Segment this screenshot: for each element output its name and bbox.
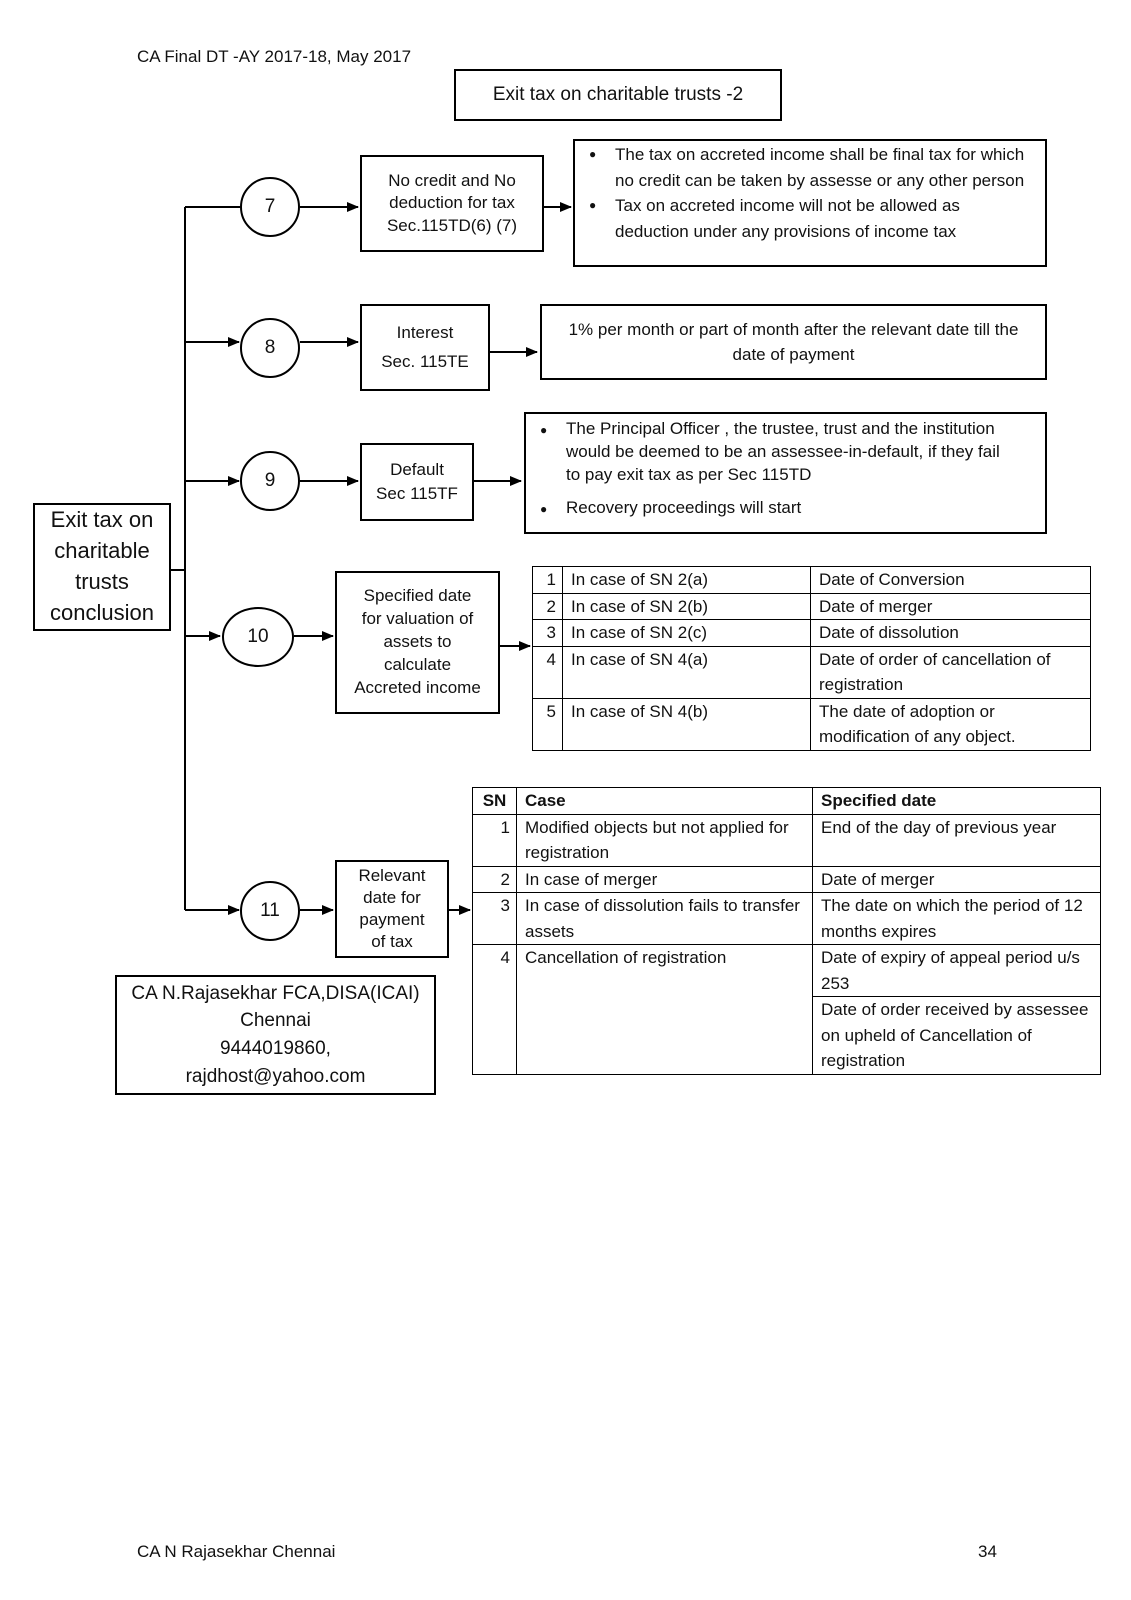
branch-10-box-line: Specified date <box>363 586 472 606</box>
branch-7-box: No credit and No deduction for tax Sec.1… <box>360 155 544 252</box>
branch-11-number: 11 <box>240 881 300 941</box>
header-case: Case <box>516 787 813 815</box>
branch-8-number-text: 8 <box>264 337 276 358</box>
bullet-item: Tax on accreted income will not be allow… <box>589 193 1037 244</box>
branch-9-number: 9 <box>240 451 300 511</box>
page-title-text: Exit tax on charitable trusts -2 <box>492 84 744 105</box>
branch-7-box-line: Sec.115TD(6) (7) <box>386 215 518 235</box>
branch-9-box-line: Default <box>390 460 444 480</box>
table-row: Date of order received by assessee on up… <box>473 996 1101 1075</box>
row-case: In case of merger <box>516 865 813 893</box>
row-sn: 4 <box>472 944 517 1075</box>
root-node: Exit tax on charitable trusts conclusion <box>33 503 171 631</box>
valuation-date-table: 1 In case of SN 2(a) Date of Conversion … <box>532 566 1091 751</box>
row-date: Date of merger <box>810 592 1091 620</box>
row-sn: 4 <box>532 645 563 699</box>
row-sn: 3 <box>532 619 563 647</box>
author-phone: 9444019860, <box>220 1038 331 1059</box>
branch-7-box-line: No credit and No <box>388 171 516 191</box>
branch-7-bullets: The tax on accreted income shall be fina… <box>575 142 1037 244</box>
row-sn: 2 <box>472 865 517 893</box>
row-case: Cancellation of registration <box>516 944 813 1075</box>
author-name: CA N.Rajasekhar FCA,DISA(ICAI) <box>131 982 420 1004</box>
row-date: The date of adoption or modification of … <box>810 697 1091 751</box>
branch-7-number-text: 7 <box>264 196 276 217</box>
row-date: Date of order of cancellation of registr… <box>810 645 1091 699</box>
row-sn: 3 <box>472 892 517 945</box>
branch-11-box-line: date for <box>363 887 421 907</box>
table-row: 2 In case of SN 2(b) Date of merger <box>532 592 1091 620</box>
row-date: Date of expiry of appeal period u/s 253 <box>812 944 1101 997</box>
branch-11-box-line: of tax <box>371 932 413 952</box>
row-sn: 1 <box>472 813 517 867</box>
course-header: CA Final DT -AY 2017-18, May 2017 <box>137 47 412 66</box>
header-date: Specified date <box>812 787 1101 815</box>
footer-author: CA N Rajasekhar Chennai <box>137 1542 336 1561</box>
branch-9-bullets: The Principal Officer , the trustee, tru… <box>526 418 1015 522</box>
branch-8-detail: 1% per month or part of month after the … <box>540 304 1047 380</box>
branch-8-number: 8 <box>240 318 300 378</box>
table-row: 4 In case of SN 4(a) Date of order of ca… <box>532 645 1091 699</box>
row-case: In case of dissolution fails to transfer… <box>516 892 813 945</box>
branch-10-number-text: 10 <box>247 626 269 647</box>
row-case: In case of SN 4(b) <box>562 697 811 751</box>
table-header-row: SN Case Specified date <box>472 787 1101 815</box>
author-email: rajdhost@yahoo.com <box>185 1065 366 1087</box>
row-case: Modified objects but not applied for reg… <box>516 813 813 867</box>
row-date: End of the day of previous year <box>812 813 1101 867</box>
branch-10-box-line: calculate <box>383 654 452 674</box>
row-date-alt: Date of order received by assessee on up… <box>812 996 1101 1075</box>
row-date: Date of merger <box>812 865 1101 893</box>
bullet-item: The tax on accreted income shall be fina… <box>589 142 1037 193</box>
branch-7-number: 7 <box>240 177 300 237</box>
table-row: 3 In case of dissolution fails to transf… <box>472 892 1101 945</box>
branch-9-detail: The Principal Officer , the trustee, tru… <box>524 412 1047 534</box>
branch-10-box-line: for valuation of <box>361 609 474 629</box>
bullet-item: Recovery proceedings will start <box>540 497 1015 522</box>
root-node-label: Exit tax on charitable trusts conclusion <box>50 507 154 625</box>
row-sn: 5 <box>532 697 563 751</box>
row-case: In case of SN 4(a) <box>562 645 811 699</box>
branch-7-detail: The tax on accreted income shall be fina… <box>573 139 1047 267</box>
branch-8-detail-text: 1% per month or part of month after the … <box>568 319 1019 365</box>
branch-10-box-line: Accreted income <box>354 677 481 697</box>
payment-date-table: SN Case Specified date 1 Modified object… <box>472 787 1101 1075</box>
table-row: 4 Cancellation of registration Date of e… <box>472 944 1101 1075</box>
row-case: In case of SN 2(b) <box>562 592 811 620</box>
branch-10-box: Specified date for valuation of assets t… <box>335 571 500 714</box>
branch-11-box: Relevant date for payment of tax <box>335 860 449 958</box>
branch-8-box-line: Interest <box>396 322 454 342</box>
branch-11-box-line: Relevant <box>358 865 426 885</box>
row-date: The date on which the period of 12 month… <box>812 892 1101 945</box>
branch-9-number-text: 9 <box>264 470 276 491</box>
table-row: 2 In case of merger Date of merger <box>472 865 1101 893</box>
header-sn: SN <box>472 787 517 815</box>
author-box: CA N.Rajasekhar FCA,DISA(ICAI) Chennai 9… <box>115 975 436 1095</box>
branch-8-box: Interest Sec. 115TE <box>360 304 490 391</box>
row-date: Date of Conversion <box>810 566 1091 594</box>
page-number: 34 <box>978 1542 997 1561</box>
branch-9-box: Default Sec 115TF <box>360 443 474 521</box>
row-case: In case of SN 2(a) <box>562 566 811 594</box>
author-city: Chennai <box>240 1010 311 1032</box>
row-sn: 2 <box>532 592 563 620</box>
table-row: 1 In case of SN 2(a) Date of Conversion <box>532 566 1091 594</box>
table-row: 3 In case of SN 2(c) Date of dissolution <box>532 619 1091 647</box>
branch-10-number: 10 <box>222 607 294 667</box>
table-row: 1 Modified objects but not applied for r… <box>472 813 1101 867</box>
branch-10-box-line: assets to <box>383 632 452 652</box>
bullet-item: The Principal Officer , the trustee, tru… <box>540 418 1015 487</box>
branch-8-box-line: Sec. 115TE <box>381 351 469 371</box>
branch-7-box-line: deduction for tax <box>389 193 515 213</box>
branch-11-number-text: 11 <box>260 900 280 921</box>
row-date: Date of dissolution <box>810 619 1091 647</box>
table-row: 5 In case of SN 4(b) The date of adoptio… <box>532 697 1091 751</box>
branch-11-box-line: payment <box>359 910 425 929</box>
branch-9-box-line: Sec 115TF <box>376 484 458 503</box>
row-case: In case of SN 2(c) <box>562 619 811 647</box>
row-sn: 1 <box>532 566 563 594</box>
page-title: Exit tax on charitable trusts -2 <box>454 69 782 121</box>
